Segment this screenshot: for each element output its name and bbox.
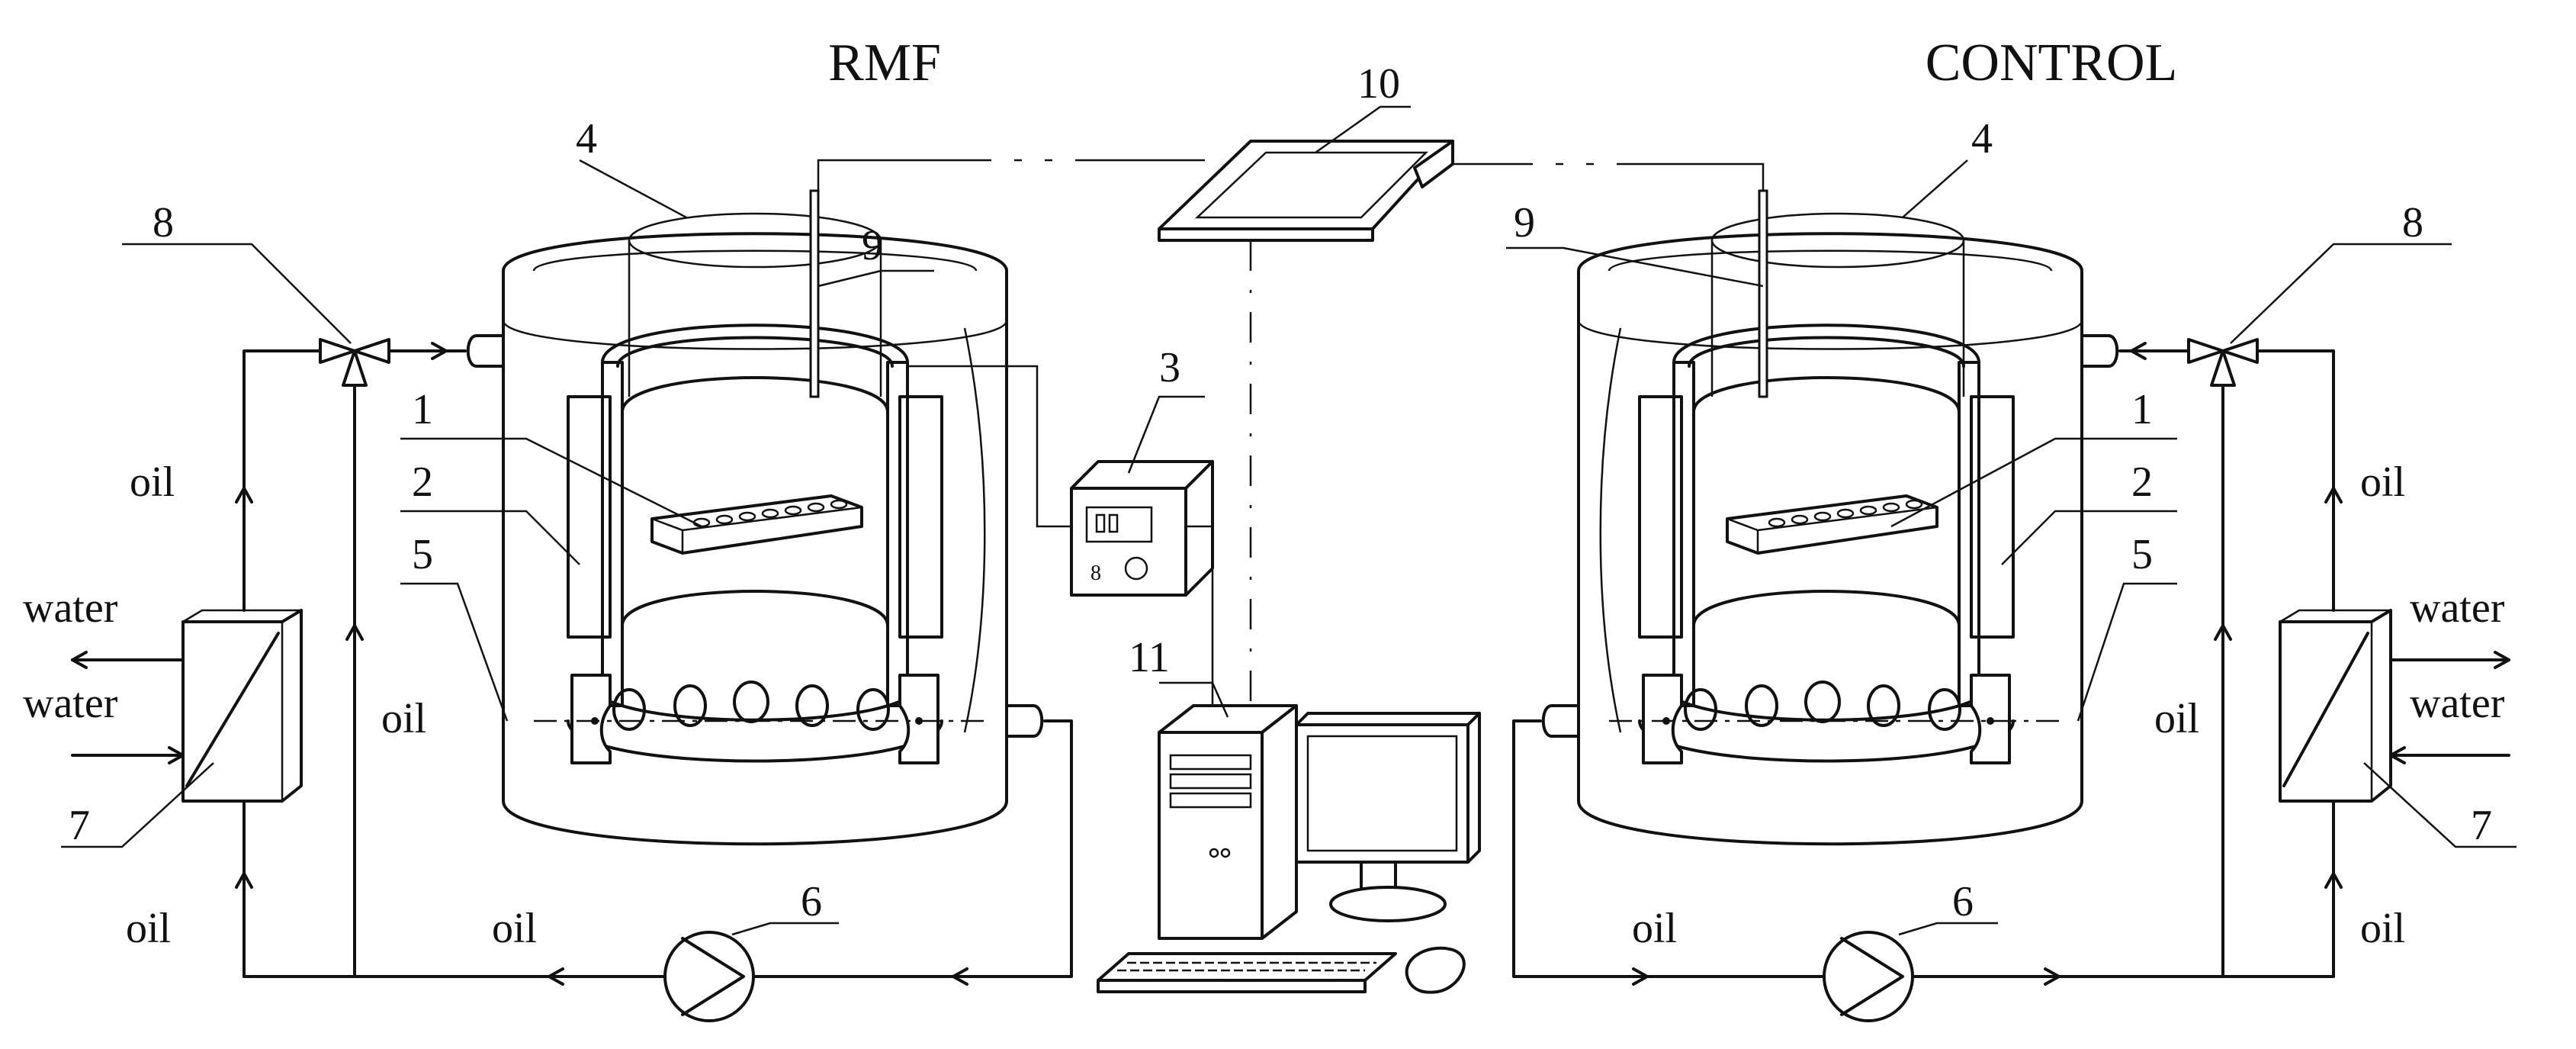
water-label: water [2410, 584, 2505, 632]
callout-9-left: 9 [862, 222, 883, 269]
callout-6-left: 6 [801, 878, 822, 925]
callout-2-left: 2 [412, 459, 433, 506]
temperature-probe-rmf [809, 189, 820, 398]
water-label: water [23, 680, 118, 727]
callout-10: 10 [1357, 60, 1400, 108]
callout-7-left: 7 [69, 802, 90, 849]
oil-label: oil [130, 459, 175, 506]
oil-label: oil [2360, 459, 2405, 506]
mouse-icon [1405, 946, 1466, 994]
three-way-valve-icon [319, 338, 390, 387]
callout-4-left: 4 [576, 115, 597, 162]
title-rmf: RMF [828, 34, 941, 92]
callout-9-right: 9 [1514, 199, 1535, 246]
callout-5-right: 5 [2131, 531, 2153, 578]
callout-6-right: 6 [1952, 878, 1974, 925]
flow-labels: oil water water oil oil oil oil water wa… [23, 459, 2505, 952]
water-label: water [23, 584, 118, 632]
signal-wiring [817, 159, 1765, 706]
three-way-valve-icon [2187, 338, 2259, 387]
heat-exchanger-icon [181, 609, 303, 803]
computer-icon [1158, 704, 1298, 940]
oil-label: oil [2360, 905, 2405, 952]
callout-8-right: 8 [2402, 199, 2423, 246]
title-control: CONTROL [1926, 34, 2178, 92]
callout-2-right: 2 [2131, 459, 2153, 506]
temperature-probe-control [1758, 189, 1768, 398]
controller-icon: 8 [1070, 460, 1214, 597]
well-plate-control [1726, 494, 1938, 555]
oil-label: oil [1632, 905, 1677, 952]
callout-5-left: 5 [412, 531, 433, 578]
coil-winding-left [567, 395, 612, 639]
svg-text:8: 8 [1090, 562, 1101, 585]
callouts: 4 9 8 1 2 5 7 6 10 3 11 4 9 8 1 2 5 7 [61, 60, 2517, 936]
callout-7-right: 7 [2471, 802, 2492, 849]
control-tank [1541, 189, 2119, 846]
well-plate-rmf [650, 494, 863, 555]
monitor-icon [1295, 712, 1481, 922]
callout-8-left: 8 [153, 199, 174, 246]
oil-label: oil [492, 905, 537, 952]
callout-3: 3 [1159, 344, 1180, 391]
callout-11: 11 [1129, 634, 1170, 681]
keyboard-icon [1097, 952, 1397, 993]
pump-icon [1823, 931, 1914, 1022]
coil-winding-right [898, 395, 943, 639]
callout-1-left: 1 [412, 386, 433, 433]
inner-cylinder-top [628, 212, 882, 269]
water-label: water [2410, 680, 2505, 727]
callout-4-right: 4 [1971, 115, 1993, 162]
rmf-tank [466, 189, 1044, 846]
pump-icon [663, 931, 755, 1022]
data-logger-icon [1158, 140, 1454, 242]
callout-1-right: 1 [2131, 386, 2153, 433]
oil-label: oil [381, 695, 426, 742]
oil-label: oil [2154, 695, 2199, 742]
control-oil-circuit [1512, 338, 2510, 1022]
heat-exchanger-icon [2279, 609, 2392, 803]
oil-label: oil [126, 905, 171, 952]
rmf-oil-circuit [71, 338, 1073, 1022]
